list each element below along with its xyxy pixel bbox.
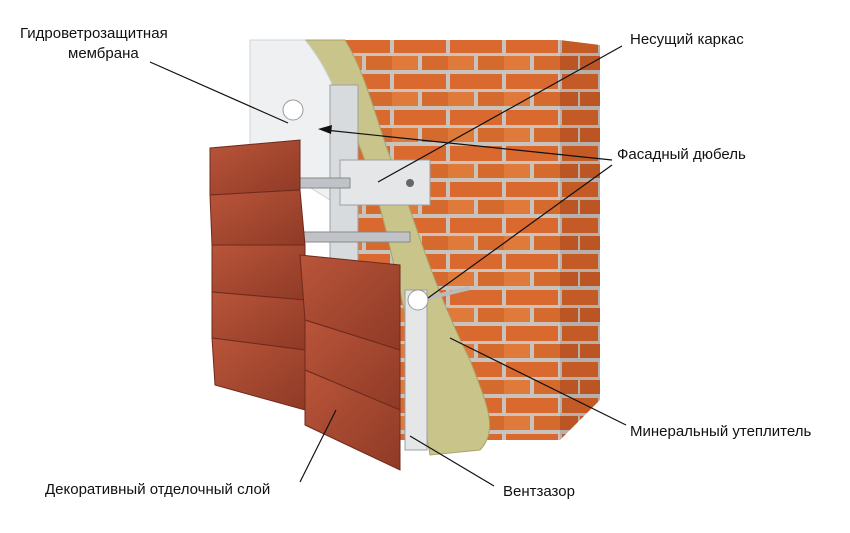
decorative-tiles — [209, 139, 401, 471]
label-membrane-2: мембрана — [68, 45, 139, 62]
label-gap: Вентзазор — [503, 483, 575, 500]
rail — [299, 231, 411, 243]
label-dowel: Фасадный дюбель — [617, 146, 746, 163]
label-decor: Декоративный отделочный слой — [45, 481, 271, 498]
label-insulation: Минеральный утеплитель — [630, 423, 812, 440]
frame-bracket — [339, 159, 431, 206]
bracket-bolt-icon — [406, 179, 414, 187]
rail — [299, 177, 351, 189]
vertical-profile — [404, 289, 428, 451]
arrowhead-icon — [318, 125, 332, 134]
leader-lines — [149, 45, 627, 487]
insulation-dowel-icon — [407, 289, 429, 311]
membrane-dowel-icon — [282, 99, 304, 121]
label-membrane-1: Гидроветрозащитная — [20, 25, 168, 42]
label-frame: Несущий каркас — [630, 31, 744, 48]
brick-wall-side — [560, 40, 600, 440]
